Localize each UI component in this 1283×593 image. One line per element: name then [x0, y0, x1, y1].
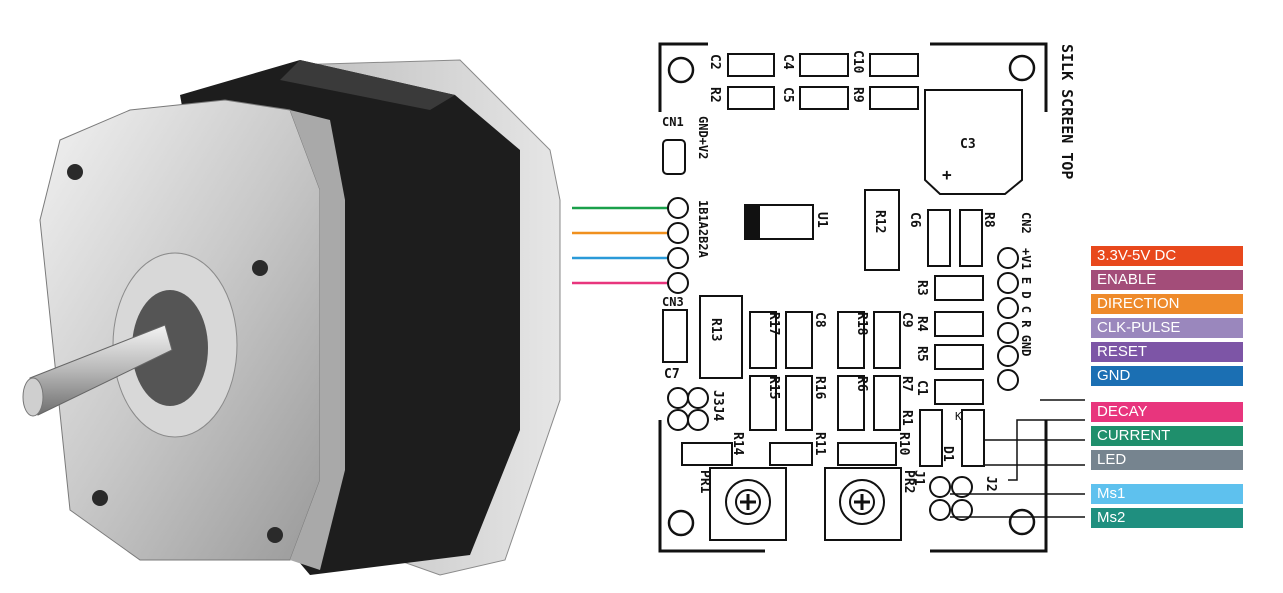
label-r9: R9: [850, 87, 865, 103]
pcb-components: [662, 53, 1023, 541]
label-c10: C10: [850, 50, 865, 74]
pin-label-clk-pulse: CLK-PULSE: [1091, 318, 1243, 338]
label-d1-mark: K: [955, 410, 962, 423]
label-r12: R12: [872, 210, 887, 233]
label-pr2: PR2: [901, 470, 916, 493]
label-r3: R3: [914, 280, 929, 296]
label-r2: R2: [707, 87, 722, 103]
pin-label-ms2: Ms2: [1091, 508, 1243, 528]
pcb-silkscreen: [658, 42, 1048, 553]
label-r11: R11: [812, 432, 827, 456]
motor-wires: [572, 206, 668, 285]
pin-label-direction: DIRECTION: [1091, 294, 1243, 314]
label-r7: R7: [899, 376, 914, 392]
label-leader-lines: [950, 399, 1085, 518]
label-cn3-pins: 1B1A2B2A: [696, 200, 710, 259]
pin-label-decay: DECAY: [1091, 402, 1243, 422]
label-r16: R16: [812, 376, 827, 400]
pin-label-gnd: GND: [1091, 366, 1243, 386]
label-c5: C5: [780, 87, 795, 103]
label-j3j4: J3J4: [710, 390, 725, 421]
label-c7: C7: [664, 367, 680, 382]
label-j1: J1: [911, 470, 926, 486]
label-c2: C2: [707, 54, 722, 70]
label-pr1: PR1: [697, 470, 712, 494]
label-cn1-pins: GND+V2: [696, 116, 710, 159]
label-r6: R6: [854, 376, 869, 392]
label-r10: R10: [896, 432, 911, 456]
stepper-motor-image: [22, 59, 561, 576]
label-r15: R15: [766, 376, 781, 399]
pin-label-led: LED: [1091, 450, 1243, 470]
label-c3-plus: +: [942, 165, 952, 184]
label-c6: C6: [907, 212, 922, 228]
label-r4: R4: [914, 316, 929, 332]
pin-label-enable: ENABLE: [1091, 270, 1243, 290]
label-r14: R14: [730, 432, 745, 456]
label-u1: U1: [814, 212, 829, 228]
pin-label-power: 3.3V-5V DC: [1091, 246, 1243, 266]
label-cn2: CN2: [1019, 212, 1033, 234]
pin-label-ms1: Ms1: [1091, 484, 1243, 504]
label-r13: R13: [708, 318, 723, 341]
label-cn2-pins: +V1 E D C R GND: [1019, 248, 1033, 356]
silkscreen-title: SILK SCREEN TOP: [1058, 44, 1076, 179]
label-c1: C1: [914, 380, 929, 396]
pin-label-current: CURRENT: [1091, 426, 1243, 446]
label-d1: D1: [940, 446, 955, 462]
silkscreen-labels: SILK SCREEN TOP C2 C4 C10 R2 C5 R9 C3 + …: [662, 44, 1076, 494]
label-r1: R1: [899, 410, 914, 426]
label-j2: J2: [983, 476, 998, 492]
label-c9: C9: [899, 312, 914, 328]
label-c8: C8: [812, 312, 827, 328]
label-c4: C4: [780, 54, 795, 70]
label-cn1: CN1: [662, 115, 684, 129]
label-r8: R8: [981, 212, 996, 228]
pin-label-reset: RESET: [1091, 342, 1243, 362]
label-r17: R17: [766, 312, 781, 335]
label-cn3: CN3: [662, 295, 684, 309]
label-r18: R18: [854, 312, 869, 336]
label-r5: R5: [914, 346, 929, 362]
label-c3: C3: [960, 137, 976, 152]
